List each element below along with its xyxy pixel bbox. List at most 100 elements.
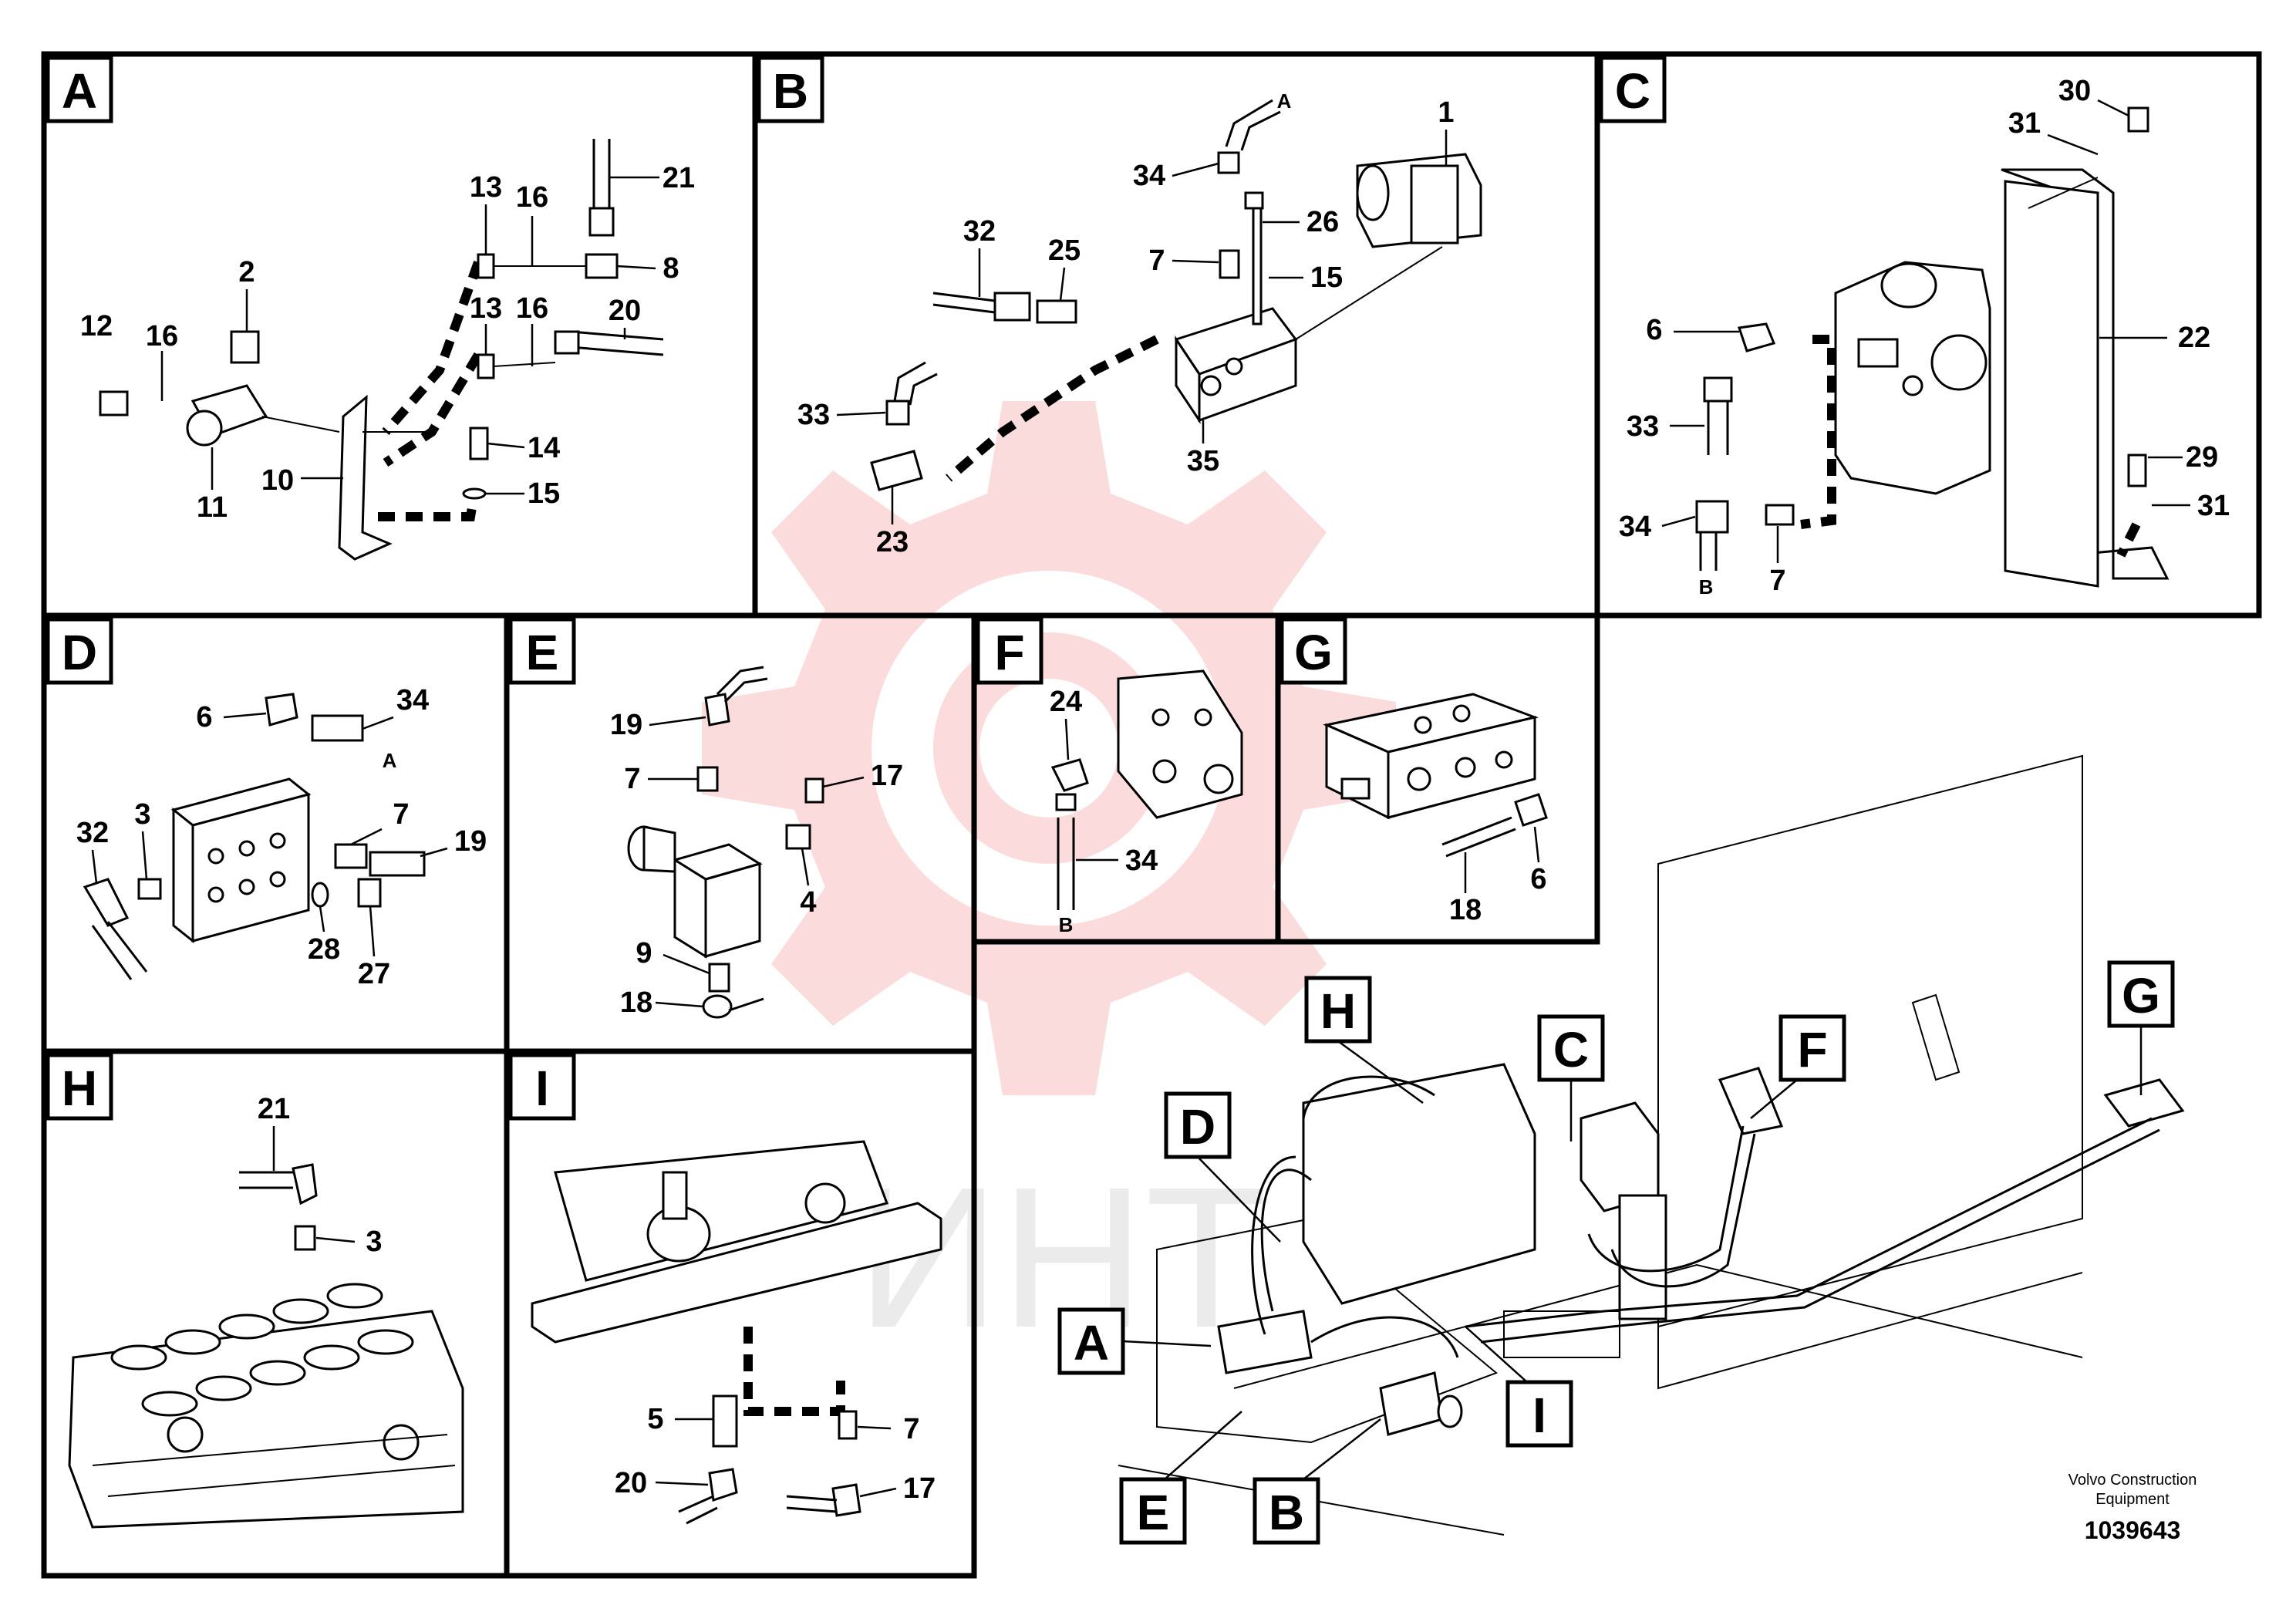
overview-tag-c: C bbox=[1553, 1022, 1589, 1077]
callout-d-3: 3 bbox=[134, 798, 150, 831]
overview-tag-box-e bbox=[1119, 1477, 1187, 1545]
panel-a-callouts: 12 16 2 11 10 13 16 21 8 13 16 20 14 15 bbox=[80, 162, 695, 524]
callout-a-16: 16 bbox=[146, 320, 178, 352]
footer-company-line1: Volvo Construction bbox=[2068, 1472, 2197, 1489]
callout-h-3: 3 bbox=[366, 1226, 382, 1258]
callout-b-35: 35 bbox=[1187, 445, 1219, 477]
callout-a-2: 2 bbox=[238, 256, 255, 288]
callout-e-9: 9 bbox=[636, 937, 652, 969]
footer: Volvo Construction Equipment 1039643 bbox=[2068, 1472, 2197, 1544]
panel-a-drawing bbox=[99, 139, 664, 561]
callout-i-5: 5 bbox=[647, 1403, 663, 1435]
callout-b-7: 7 bbox=[1148, 244, 1165, 277]
panel-letter-box-d bbox=[46, 617, 113, 685]
overview-tag-e: E bbox=[1137, 1485, 1170, 1540]
callout-c-31: 31 bbox=[2008, 107, 2041, 140]
callout-c-6: 6 bbox=[1646, 314, 1662, 346]
panel-letter-c: C bbox=[1615, 63, 1650, 119]
callout-g-18: 18 bbox=[1449, 894, 1482, 926]
callout-f-34: 34 bbox=[1125, 845, 1158, 877]
overview-tag-box-a bbox=[1057, 1307, 1125, 1375]
panel-letter-box-e bbox=[508, 617, 576, 685]
overview-tag-box-c bbox=[1537, 1014, 1605, 1082]
callout-b-26: 26 bbox=[1306, 206, 1339, 238]
panel-i-drawing bbox=[531, 1140, 942, 1525]
callout-e-19: 19 bbox=[610, 709, 642, 741]
overview-tag-a: A bbox=[1074, 1315, 1109, 1371]
callout-b-15: 15 bbox=[1310, 261, 1343, 294]
panel-c-callouts: 30 31 6 22 33 29 31 34 B 7 bbox=[1619, 75, 2230, 599]
overview-tag-h: H bbox=[1320, 983, 1356, 1039]
panel-e-callouts: 19 7 17 4 9 18 bbox=[610, 709, 903, 1019]
callout-e-18: 18 bbox=[620, 986, 652, 1019]
overview-tag-box-b bbox=[1253, 1477, 1320, 1545]
callout-a-16-c: 16 bbox=[516, 292, 548, 325]
footer-company-line2: Equipment bbox=[2095, 1491, 2170, 1508]
overview-tag-f: F bbox=[1797, 1022, 1827, 1077]
panel-g-callouts: 18 6 bbox=[1449, 826, 1547, 926]
panel-b-drawing bbox=[870, 99, 1482, 491]
callout-a-13-b: 13 bbox=[470, 292, 502, 325]
panel-letter-e: E bbox=[526, 625, 559, 680]
callout-i-20: 20 bbox=[615, 1467, 647, 1499]
panel-letter-h: H bbox=[62, 1061, 97, 1116]
callout-c-31-b: 31 bbox=[2197, 490, 2230, 522]
callout-d-28: 28 bbox=[308, 933, 340, 966]
callout-a-15: 15 bbox=[528, 477, 560, 510]
callout-h-21: 21 bbox=[258, 1093, 290, 1125]
callout-b-33: 33 bbox=[797, 399, 830, 431]
panel-letter-f: F bbox=[994, 625, 1024, 680]
callout-a-20: 20 bbox=[609, 295, 641, 327]
panel-e-drawing bbox=[627, 666, 824, 1019]
panel-d-callouts: 6 34 A 32 3 7 19 28 27 bbox=[76, 684, 487, 990]
panel-letter-box-a bbox=[46, 56, 113, 123]
overview-tag-b: B bbox=[1269, 1485, 1304, 1540]
callout-d-34: 34 bbox=[396, 684, 429, 717]
panel-letter-box-g bbox=[1279, 617, 1347, 685]
callout-b-34: 34 bbox=[1133, 160, 1165, 192]
panel-letter-box-c bbox=[1599, 56, 1667, 123]
callout-d-a: A bbox=[383, 749, 397, 772]
callout-d-19: 19 bbox=[454, 825, 487, 858]
panel-g-drawing bbox=[1323, 693, 1548, 858]
panel-b-callouts: 1 34 A 26 7 15 32 25 33 35 23 bbox=[797, 89, 1455, 558]
callout-g-6: 6 bbox=[1530, 863, 1546, 895]
overview-tag-box-d bbox=[1164, 1091, 1232, 1159]
panel-letter-b: B bbox=[773, 63, 808, 119]
callout-b-32: 32 bbox=[963, 215, 996, 248]
callout-b-1: 1 bbox=[1438, 96, 1454, 129]
footer-drawing-number: 1039643 bbox=[2085, 1516, 2181, 1544]
overview-tag-box-f bbox=[1778, 1014, 1846, 1082]
callout-a-13: 13 bbox=[470, 171, 502, 204]
callout-a-12: 12 bbox=[80, 310, 113, 342]
callout-c-30: 30 bbox=[2058, 75, 2091, 107]
panel-letter-i: I bbox=[535, 1061, 549, 1116]
callout-a-8: 8 bbox=[663, 252, 679, 285]
overview-tag-d: D bbox=[1180, 1099, 1215, 1155]
callout-i-17: 17 bbox=[903, 1472, 936, 1505]
overview-machine-drawing bbox=[1118, 754, 2185, 1536]
panel-letter-box-b bbox=[757, 56, 824, 123]
panel-f-drawing bbox=[1050, 669, 1243, 910]
panel-g-frame bbox=[1275, 612, 1600, 945]
panel-letter-a: A bbox=[62, 63, 97, 119]
callout-b-23: 23 bbox=[876, 526, 909, 558]
panel-letter-g: G bbox=[1294, 625, 1333, 680]
callout-a-16-b: 16 bbox=[516, 181, 548, 214]
callout-a-21: 21 bbox=[663, 162, 695, 194]
callout-f-b: B bbox=[1059, 913, 1074, 936]
panel-c-drawing bbox=[1695, 106, 2170, 588]
callout-i-7: 7 bbox=[903, 1413, 919, 1445]
overview-tag-box-i bbox=[1505, 1380, 1573, 1448]
callout-d-6: 6 bbox=[196, 701, 212, 733]
callout-e-17: 17 bbox=[871, 760, 903, 792]
callout-c-29: 29 bbox=[2186, 441, 2218, 474]
callout-d-27: 27 bbox=[358, 958, 390, 990]
panel-letter-box-h bbox=[46, 1053, 113, 1121]
panel-h-drawing bbox=[68, 1163, 464, 1529]
callout-b-a: A bbox=[1277, 89, 1292, 113]
callout-c-34: 34 bbox=[1619, 511, 1651, 543]
callout-b-25: 25 bbox=[1048, 234, 1081, 267]
callout-c-33: 33 bbox=[1627, 410, 1659, 443]
